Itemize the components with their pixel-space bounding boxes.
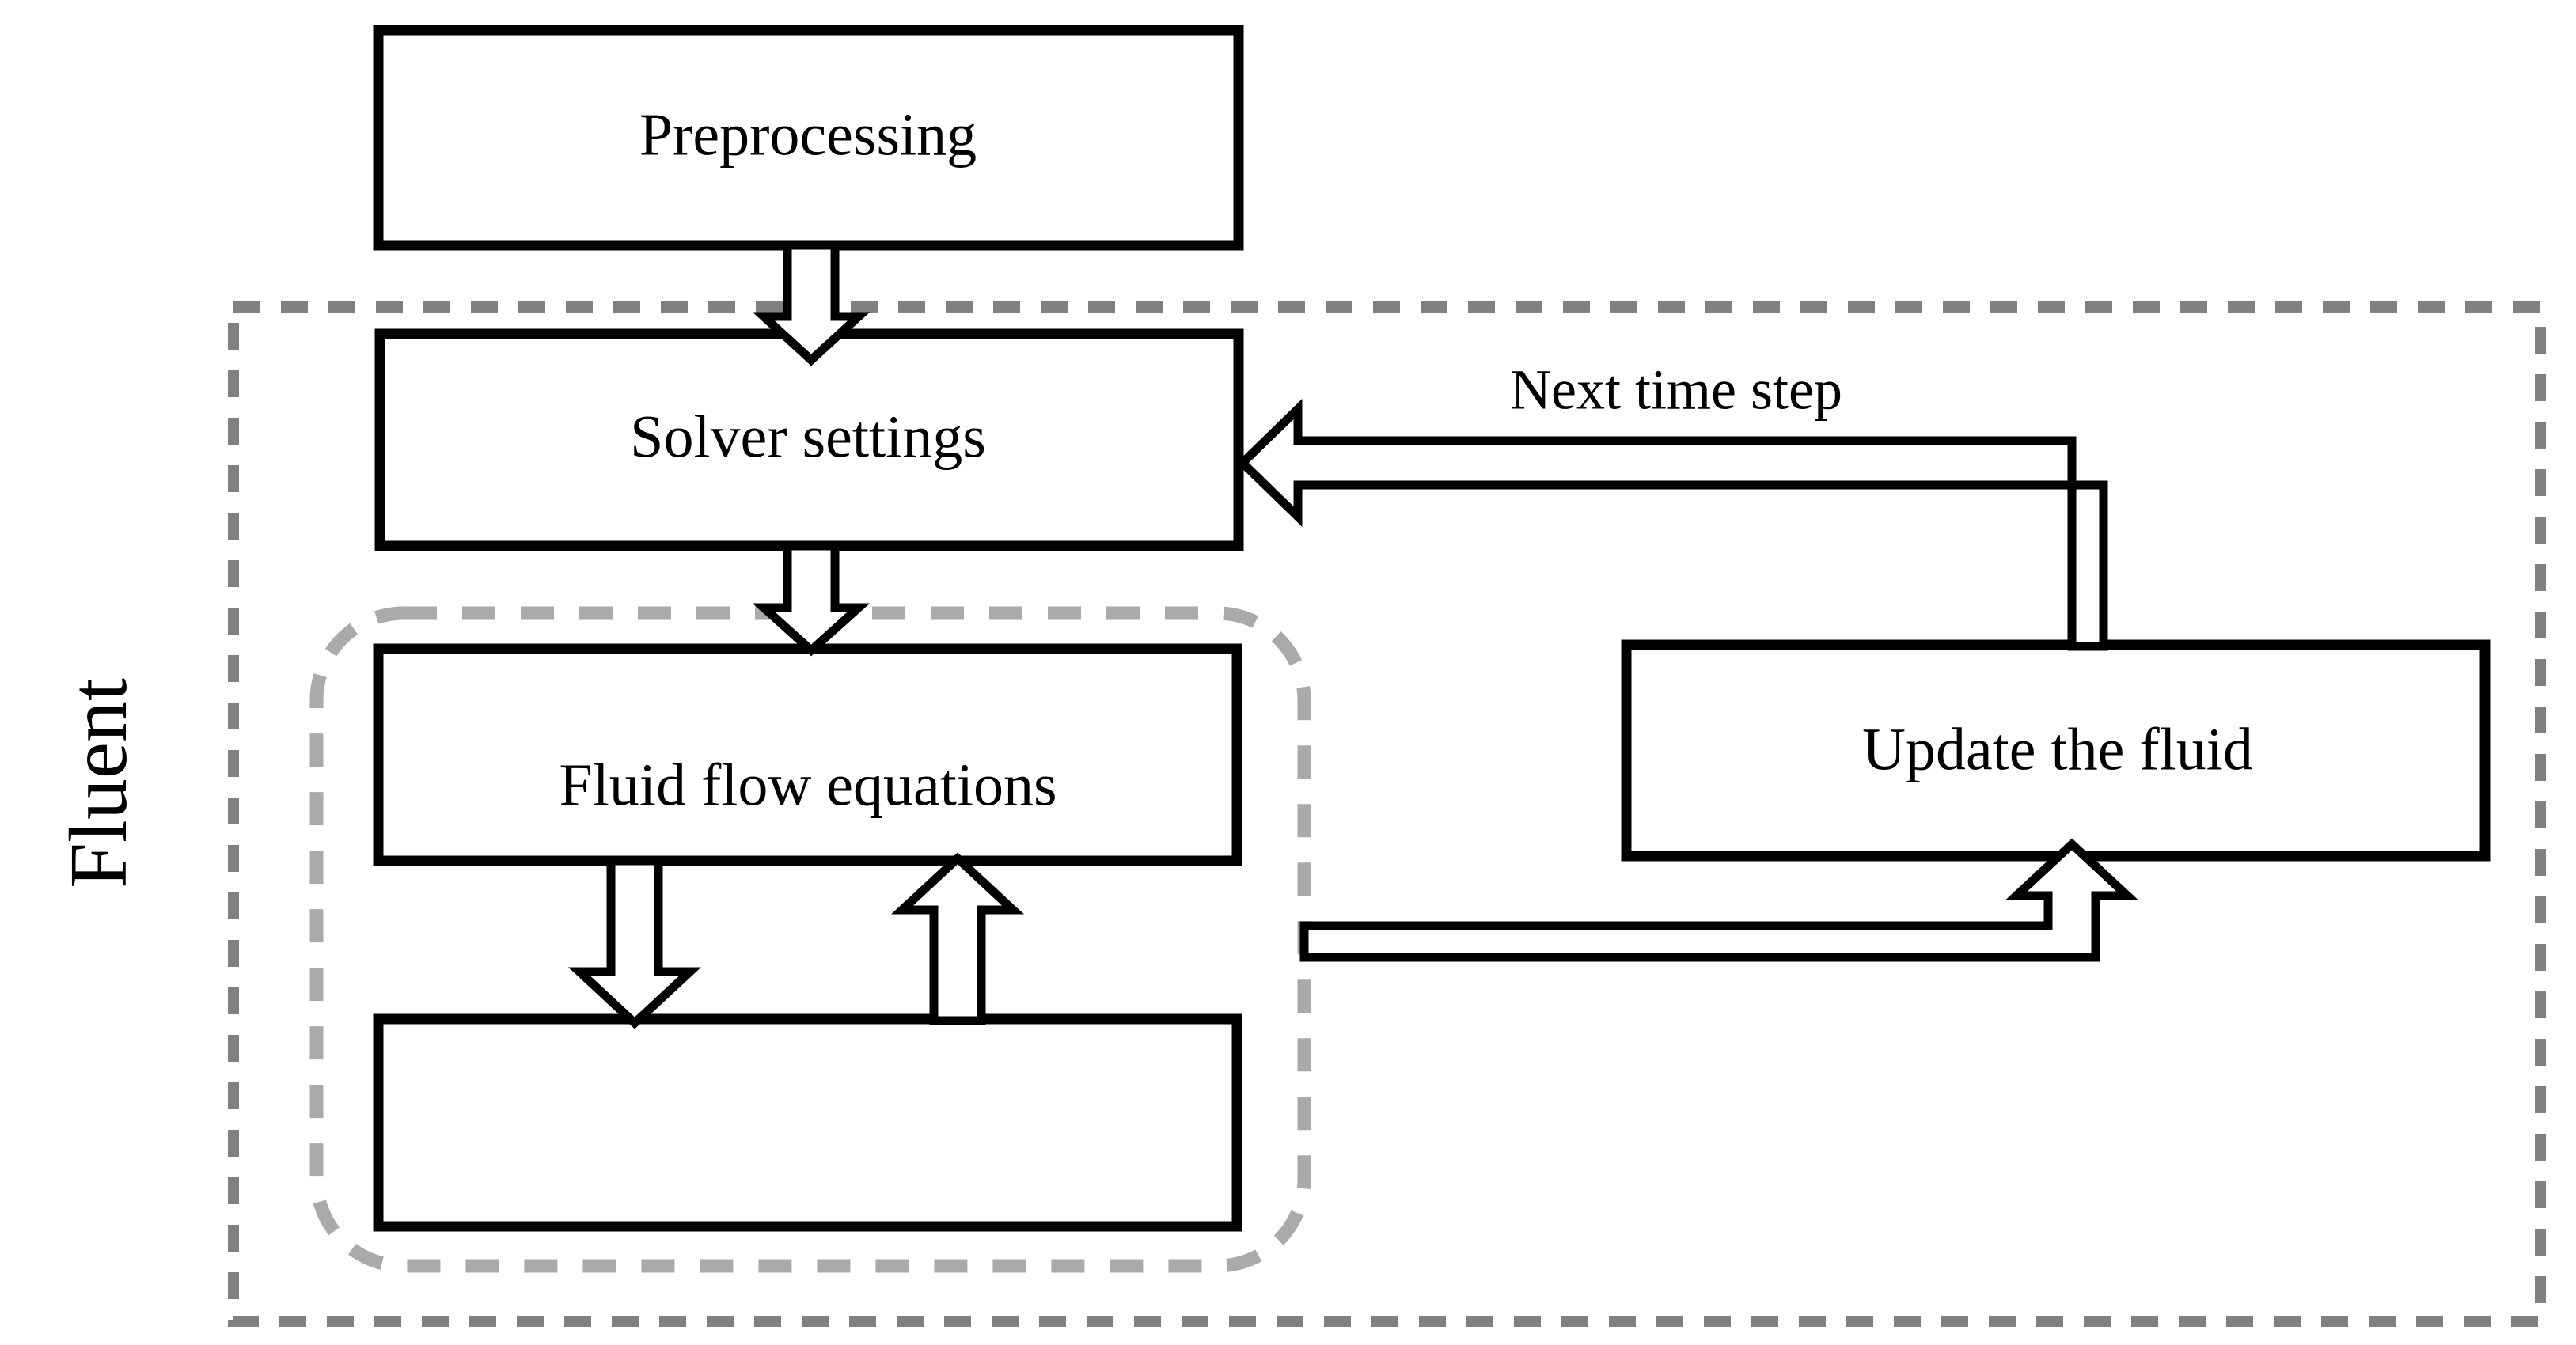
edge-label-next-time-step: Next time step xyxy=(1510,358,1842,422)
node-label-solver-settings: Solver settings xyxy=(630,404,986,470)
arrow-empty-to-fluid-flow xyxy=(890,852,1025,1025)
node-label-preprocessing: Preprocessing xyxy=(639,101,977,168)
arrow-update-to-solver xyxy=(1236,398,2108,651)
arrow-coupling-to-update xyxy=(1299,838,2139,962)
node-box-update-fluid[interactable] xyxy=(1621,639,2491,862)
node-label-fluid-flow: Fluid flow equations xyxy=(559,752,1057,818)
node-box-preprocessing[interactable] xyxy=(373,25,1244,251)
node-label-update-fluid: Update the fluid xyxy=(1862,716,2253,782)
fluent-container-outline xyxy=(228,301,2546,1327)
container-label-fluent: Fluent xyxy=(53,678,144,888)
arrow-fluid-flow-to-empty xyxy=(567,856,702,1029)
node-box-fluid-flow[interactable] xyxy=(373,643,1242,866)
node-box-empty[interactable] xyxy=(373,1013,1242,1232)
arrow-solver-to-fluid-flow xyxy=(752,541,871,657)
arrow-preprocessing-to-solver xyxy=(752,241,871,366)
